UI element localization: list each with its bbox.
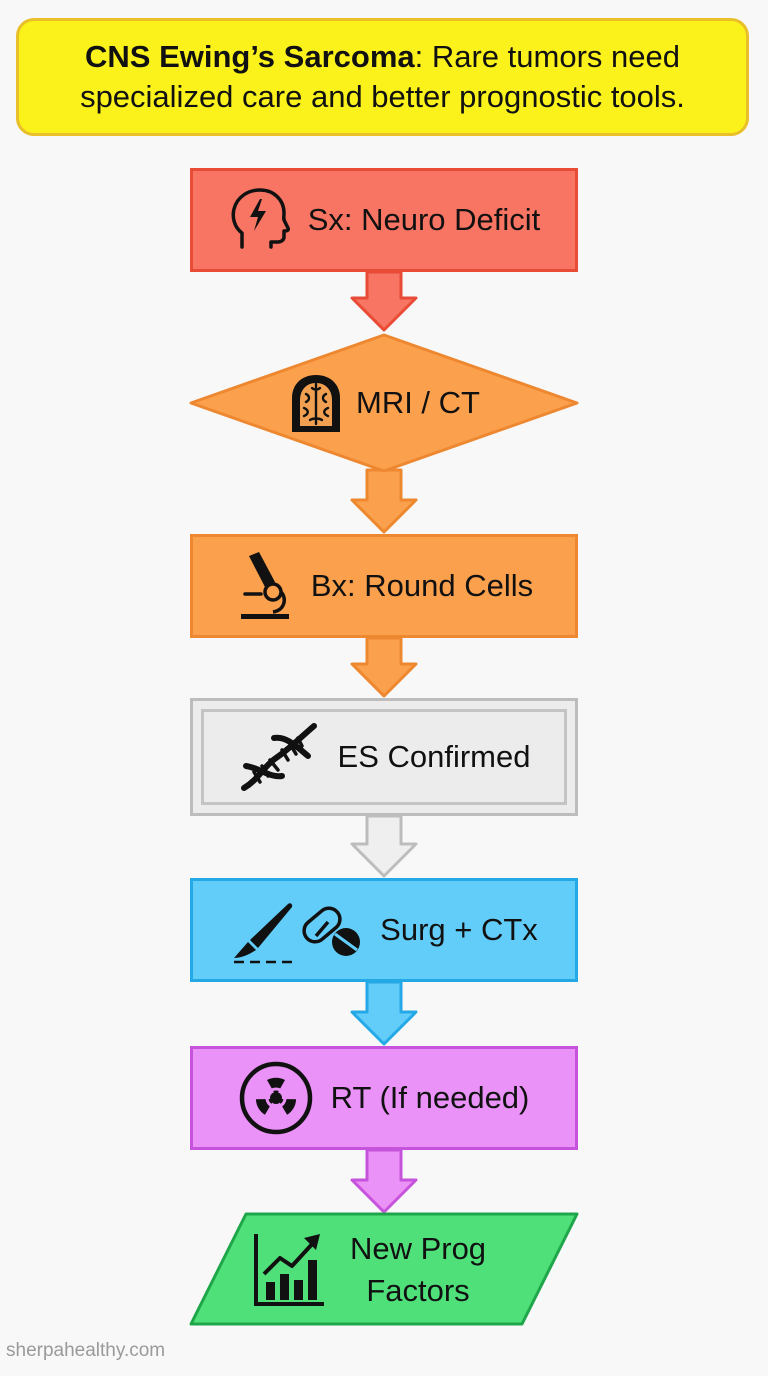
rising-chart-icon (252, 1230, 326, 1308)
header-banner: CNS Ewing’s Sarcoma: Rare tumors need sp… (16, 18, 749, 136)
arrow-5 (350, 980, 418, 1046)
arrow-2 (350, 468, 418, 534)
arrow-1 (350, 270, 418, 332)
step-radiotherapy: RT (If needed) (190, 1046, 578, 1150)
banner-line-2: specialized care and better prognostic t… (80, 79, 685, 114)
radiation-icon (239, 1061, 313, 1135)
microscope-icon (235, 552, 293, 620)
step-surgery-chemo-label: Surg + CTx (380, 912, 538, 947)
head-lightning-icon (228, 187, 290, 253)
step-mri-ct-label: MRI / CT (356, 385, 480, 420)
banner-line-1: CNS Ewing’s Sarcoma: Rare tumors need (85, 37, 680, 77)
step-es-confirmed-label: ES Confirmed (337, 739, 531, 774)
step-new-prog-line-1: New Prog (349, 1231, 487, 1266)
banner-title-bold: CNS Ewing’s Sarcoma (85, 39, 415, 74)
decision-diamond (189, 333, 579, 473)
step-surgery-chemo: Surg + CTx (190, 878, 578, 982)
arrow-6 (350, 1148, 418, 1214)
step-neuro-deficit-label: Sx: Neuro Deficit (307, 202, 541, 237)
brain-scan-icon (288, 372, 344, 434)
step-round-cells: Bx: Round Cells (190, 534, 578, 638)
arrow-3 (350, 636, 418, 698)
arrow-4 (350, 814, 418, 878)
step-round-cells-label: Bx: Round Cells (310, 568, 534, 603)
watermark: sherpahealthy.com (6, 1340, 166, 1361)
inner-border (201, 709, 567, 805)
step-neuro-deficit: Sx: Neuro Deficit (190, 168, 578, 272)
step-new-prognostic-factors: New Prog Factors (188, 1212, 580, 1326)
step-new-prog-line-2: Factors (366, 1273, 470, 1308)
dna-icon (238, 720, 320, 794)
step-radiotherapy-label: RT (If needed) (330, 1080, 530, 1115)
banner-title-rest: : Rare tumors need (414, 39, 680, 74)
scalpel-pill-icon (230, 896, 362, 964)
step-es-confirmed: ES Confirmed (190, 698, 578, 816)
step-mri-ct: MRI / CT (188, 333, 580, 473)
